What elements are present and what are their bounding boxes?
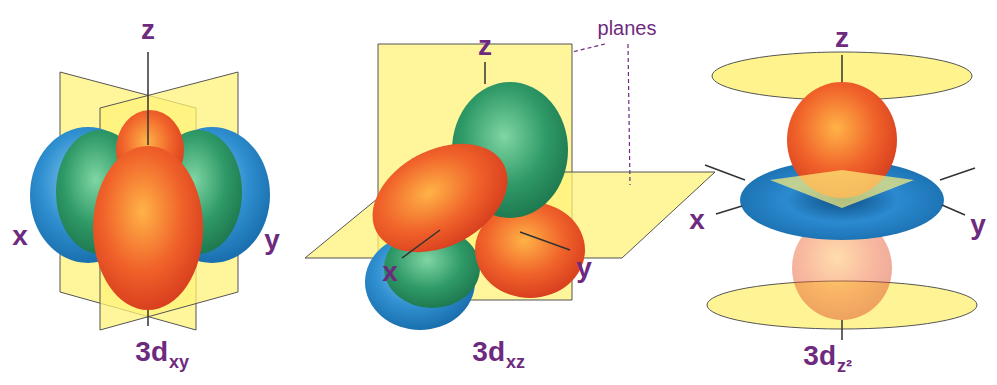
- axis-label: y: [970, 211, 986, 239]
- orbital-name: 3d: [472, 338, 505, 366]
- callout-label: planes: [598, 18, 657, 38]
- axis-label: z: [835, 24, 849, 52]
- axis-label: z: [141, 16, 155, 44]
- orbital-subscript: z²: [837, 357, 852, 375]
- dxz-orbital: [305, 44, 715, 330]
- dz2-orbital: [705, 52, 977, 340]
- orbital-name: 3d: [803, 342, 836, 370]
- dxy-orbital: [30, 52, 270, 330]
- axis-label: z: [478, 32, 492, 60]
- orbital-subscript: xz: [506, 353, 525, 371]
- axis-label: x: [382, 258, 398, 286]
- axis-label: y: [264, 226, 280, 254]
- axis-label: x: [12, 222, 28, 250]
- orbital-name: 3d: [135, 338, 168, 366]
- axis-label: y: [576, 254, 592, 282]
- axis-label: x: [689, 206, 705, 234]
- orbital-subscript: xy: [169, 353, 189, 371]
